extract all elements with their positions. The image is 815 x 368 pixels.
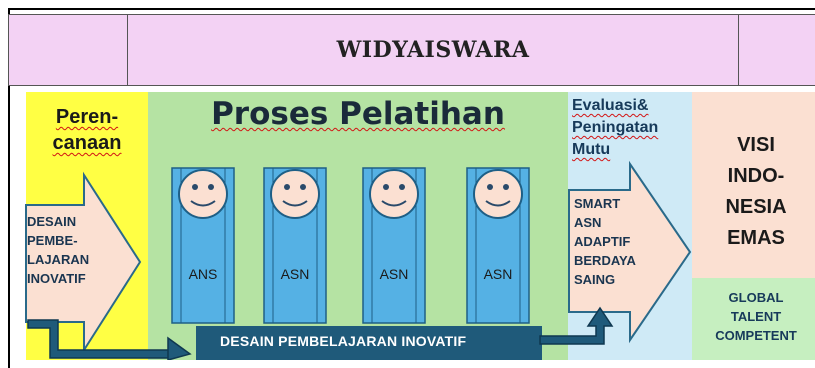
- global-line: GLOBAL: [728, 290, 784, 305]
- person-label: ASN: [483, 266, 513, 282]
- arrow-text-line: SMART: [574, 196, 621, 211]
- evaluasi-title: Evaluasi& Peningatan Mutu: [572, 95, 694, 161]
- header-right-cell: [738, 14, 815, 86]
- arrow-text-line: INOVATIF: [27, 271, 86, 286]
- header-left-cell: [8, 14, 128, 86]
- person-figure: [466, 167, 530, 324]
- arrow-text-line: LAJARAN: [27, 252, 90, 267]
- global-line: TALENT: [730, 309, 782, 324]
- bottom-flow-bar: [196, 326, 542, 360]
- header-title: WIDYAISWARA: [336, 37, 530, 63]
- person-label: ASN: [379, 266, 409, 282]
- person-figure: [362, 167, 426, 324]
- arrow-text-line: DESAIN: [27, 214, 77, 229]
- arrow-text-line: ASN: [574, 215, 602, 230]
- person-label: ASN: [280, 266, 310, 282]
- flow-arrowhead-right: [167, 336, 192, 360]
- global-line: COMPETENT: [715, 328, 797, 343]
- flow-up-arrow: [539, 306, 614, 345]
- person-figure: [171, 167, 235, 324]
- proses-title: Proses Pelatihan: [148, 96, 568, 132]
- visi-line: INDO-: [727, 165, 785, 187]
- perencanaan-title-line2: canaan: [52, 132, 122, 154]
- person-figure: [263, 167, 327, 324]
- bottom-flow-label: DESAIN PEMBELAJARAN INOVATIF: [220, 333, 467, 349]
- visi-line: NESIA: [725, 196, 787, 218]
- arrow-text-line: BERDAYA: [574, 253, 636, 268]
- global-talent-box: [692, 278, 815, 360]
- arrow-text-line: PEMBE-: [27, 233, 78, 248]
- evaluasi-arrow-text: SMART ASN ADAPTIF BERDAYA SAING: [574, 194, 664, 289]
- visi-line: VISI: [737, 134, 775, 156]
- evaluasi-title-line1: Evaluasi&: [572, 97, 649, 114]
- perencanaan-title: Peren- canaan: [30, 104, 144, 156]
- visi-title: VISI INDO- NESIA EMAS: [694, 130, 815, 254]
- evaluasi-arrow: [568, 160, 692, 344]
- global-title: GLOBAL TALENT COMPETENT: [694, 288, 815, 345]
- visi-line: EMAS: [727, 227, 785, 249]
- evaluasi-title-line2: Peningatan: [572, 119, 659, 136]
- proses-title-text: Proses Pelatihan: [211, 96, 505, 132]
- perencanaan-title-line1: Peren-: [55, 106, 119, 128]
- arrow-text-line: SAING: [574, 272, 616, 287]
- evaluasi-title-line3: Mutu: [572, 141, 611, 158]
- header-title-cell: WIDYAISWARA: [127, 14, 739, 86]
- diagram-shapes: [25, 160, 692, 360]
- arrow-text-line: ADAPTIF: [574, 234, 631, 249]
- person-label: ANS: [188, 266, 218, 282]
- perencanaan-arrow-text: DESAIN PEMBE- LAJARAN INOVATIF: [27, 212, 117, 288]
